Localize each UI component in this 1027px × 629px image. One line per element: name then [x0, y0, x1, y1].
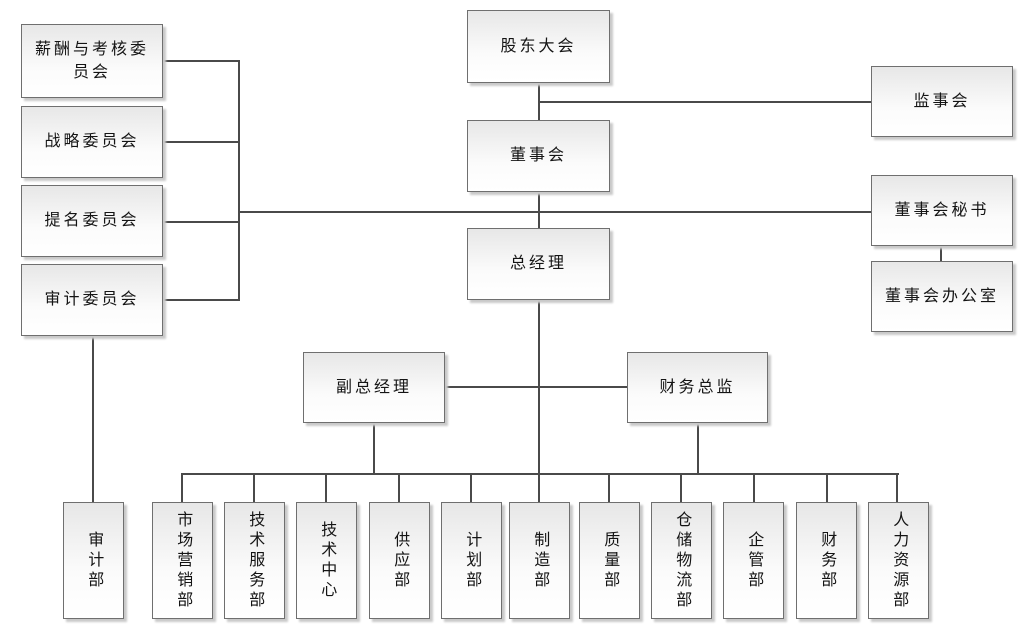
connector-line	[680, 473, 682, 503]
node-deputy-general-manager: 副总经理	[303, 352, 445, 423]
node-board-office: 董事会办公室	[871, 261, 1013, 332]
node-shareholders-meeting: 股东大会	[467, 10, 610, 83]
connector-line	[896, 473, 898, 503]
node-audit-committee: 审计委员会	[21, 264, 163, 336]
connector-line	[538, 101, 871, 103]
node-hr-dept: 人力资源部	[868, 502, 929, 619]
connector-line	[608, 473, 610, 503]
node-label: 股东大会	[500, 37, 577, 55]
node-label: 财务部	[818, 530, 836, 591]
connector-line	[538, 191, 540, 229]
node-label: 董事会办公室	[884, 287, 999, 305]
node-quality-dept: 质量部	[579, 502, 640, 619]
node-finance-director: 财务总监	[627, 352, 768, 423]
node-supply-dept: 供应部	[369, 502, 430, 619]
connector-line	[253, 473, 255, 503]
node-audit-dept: 审计部	[63, 502, 124, 619]
connector-line	[373, 422, 375, 474]
connector-line	[940, 245, 942, 262]
connector-line	[753, 473, 755, 503]
node-label: 审计部	[85, 530, 103, 591]
node-tech-center: 技术中心	[296, 502, 357, 619]
node-label: 技术服务部	[246, 510, 264, 611]
node-label: 薪酬与考核委员会	[34, 40, 149, 81]
node-label: 总经理	[509, 255, 567, 273]
node-label: 提名委员会	[44, 212, 140, 230]
node-label: 企管部	[745, 530, 763, 591]
connector-line	[238, 60, 240, 301]
node-label: 战略委员会	[44, 133, 140, 151]
node-label: 人力资源部	[890, 510, 908, 611]
connector-line	[162, 299, 240, 301]
connector-line	[826, 473, 828, 503]
node-board-secretary: 董事会秘书	[871, 175, 1013, 246]
node-label: 质量部	[601, 530, 619, 591]
connector-line	[398, 473, 400, 503]
node-label: 技术中心	[318, 520, 336, 601]
node-finance-dept: 财务部	[796, 502, 857, 619]
node-label: 市场营销部	[174, 510, 192, 611]
connector-line	[444, 386, 628, 388]
node-tech-service-dept: 技术服务部	[224, 502, 285, 619]
connector-line	[697, 422, 699, 474]
node-label: 制造部	[531, 530, 549, 591]
connector-line	[325, 473, 327, 503]
connector-line	[162, 221, 240, 223]
node-compensation-committee: 薪酬与考核委员会	[21, 24, 163, 98]
connector-line	[538, 82, 540, 121]
node-marketing-dept: 市场营销部	[152, 502, 213, 619]
connector-line	[92, 335, 94, 503]
node-general-manager: 总经理	[467, 228, 610, 300]
node-strategy-committee: 战略委员会	[21, 106, 163, 178]
node-label: 计划部	[463, 530, 481, 591]
node-board-of-directors: 董事会	[467, 120, 610, 192]
node-label: 仓储物流部	[673, 510, 691, 611]
node-planning-dept: 计划部	[441, 502, 502, 619]
connector-line	[238, 211, 871, 213]
connector-line	[162, 141, 240, 143]
node-label: 副总经理	[335, 378, 412, 396]
node-warehouse-logistics-dept: 仓储物流部	[651, 502, 712, 619]
connector-line	[538, 299, 540, 503]
node-nomination-committee: 提名委员会	[21, 185, 163, 257]
node-label: 监事会	[913, 92, 971, 110]
node-label: 董事会秘书	[894, 201, 990, 219]
node-label: 董事会	[509, 147, 567, 165]
connector-line	[470, 473, 472, 503]
connector-line	[162, 60, 240, 62]
node-supervisory-board: 监事会	[871, 66, 1013, 137]
node-label: 财务总监	[659, 378, 736, 396]
node-label: 审计委员会	[44, 291, 140, 309]
connector-line	[181, 473, 183, 503]
node-enterprise-mgmt-dept: 企管部	[723, 502, 784, 619]
node-manufacturing-dept: 制造部	[509, 502, 570, 619]
connector-line	[181, 473, 899, 475]
node-label: 供应部	[391, 530, 409, 591]
